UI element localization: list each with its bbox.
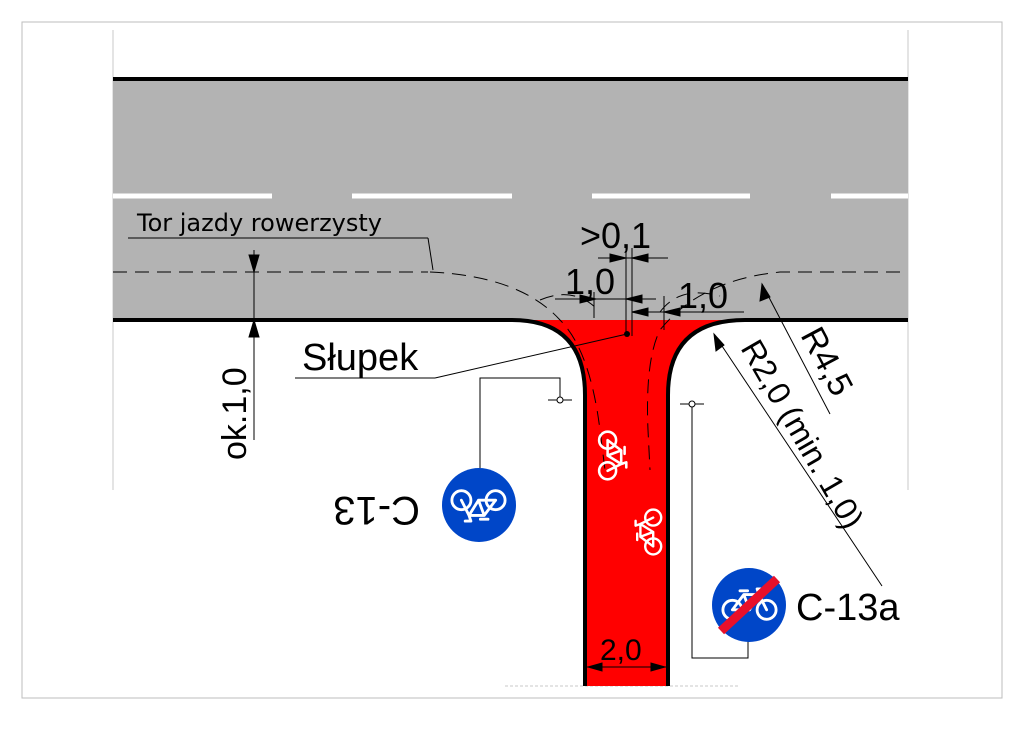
sign-c13-label: C-13 xyxy=(333,488,420,532)
bike-track-label: Tor jazdy rowerzysty xyxy=(128,209,434,271)
bike-track-label-text: Tor jazdy rowerzysty xyxy=(136,209,382,237)
offset-right-dimension xyxy=(631,296,744,330)
offset-left-dimension xyxy=(555,292,656,318)
sign-c13-mount xyxy=(479,377,572,468)
sign-c13a-label: C-13a xyxy=(796,587,900,629)
edge-offset-dimension xyxy=(248,250,260,440)
sign-c13a xyxy=(712,568,786,642)
offset-right-label: 1,0 xyxy=(678,275,728,316)
sign-c13a-mount xyxy=(680,400,749,659)
edge-offset-label: ok.1,0 xyxy=(216,367,254,460)
radius-large-leader xyxy=(759,282,831,415)
sign-c13 xyxy=(442,468,516,542)
path-width-label: 2,0 xyxy=(600,634,642,667)
bike-track-line xyxy=(113,271,900,471)
road-surface xyxy=(113,79,908,320)
post-label: Słupek xyxy=(302,337,419,379)
bike-path-surface xyxy=(512,320,745,686)
gap-label: >0,1 xyxy=(580,215,651,256)
path-width-dimension xyxy=(586,662,667,672)
post-marker xyxy=(295,331,630,379)
gap-dimension xyxy=(598,248,668,336)
offset-left-label: 1,0 xyxy=(565,261,615,302)
road-edge-bottom xyxy=(113,318,908,686)
radius-small-leader xyxy=(713,332,883,587)
